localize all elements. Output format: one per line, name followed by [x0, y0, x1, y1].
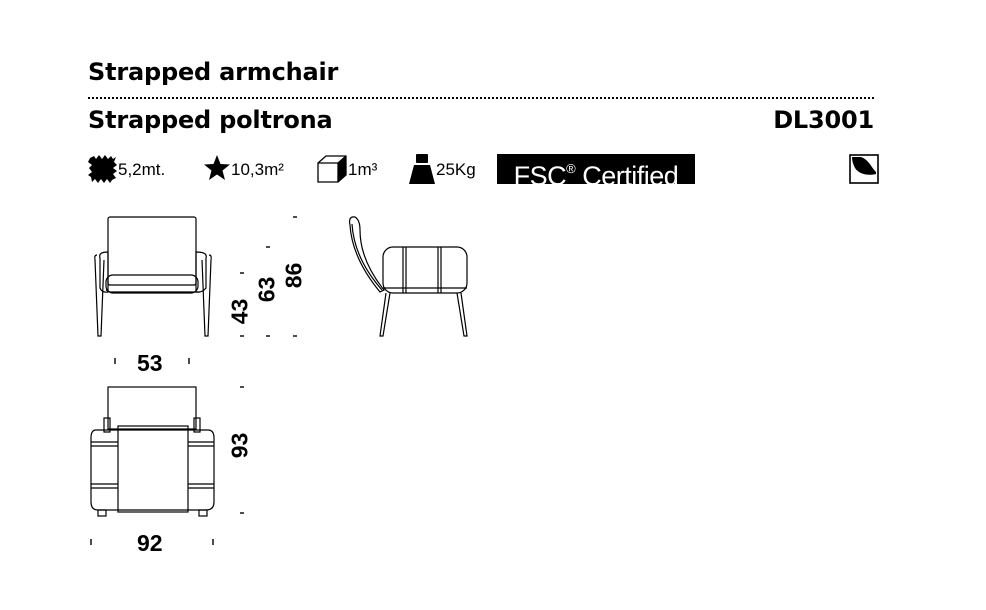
weight-icon — [409, 154, 435, 184]
dimension-total-height: 86 — [280, 262, 307, 289]
front-view-drawing — [94, 216, 212, 337]
dimension-depth: 93 — [226, 432, 253, 459]
fsc-label: FSC — [513, 161, 567, 191]
product-code: DL3001 — [773, 106, 874, 134]
dimension-plan-width: 92 — [137, 530, 163, 556]
title-italian: Strapped poltrona — [88, 106, 333, 134]
fabric-value: 10,3m² — [231, 160, 284, 179]
plan-view-drawing — [90, 386, 215, 517]
leather-value: 5,2mt. — [118, 160, 166, 179]
dimension-ticks-plan — [90, 386, 244, 545]
side-view-drawing — [348, 216, 468, 337]
title-english: Strapped armchair — [88, 58, 339, 86]
fsc-suffix: Certified — [575, 161, 679, 191]
fsc-certified-badge: FSC® Certified — [497, 154, 695, 191]
dimension-ticks-front — [114, 216, 297, 364]
box-volume-icon — [317, 155, 347, 183]
weight-value: 25Kg — [436, 160, 476, 179]
fsc-registered-mark: ® — [566, 161, 576, 176]
dotted-divider — [88, 97, 874, 99]
volume-value: 1m³ — [348, 160, 378, 179]
care-symbol-icon — [849, 154, 879, 184]
dimension-arm-height: 63 — [253, 276, 280, 303]
leather-hide-icon — [88, 155, 117, 183]
fabric-star-icon — [204, 155, 230, 180]
dimension-front-width: 53 — [137, 350, 163, 376]
dimension-seat-height: 43 — [226, 298, 253, 325]
